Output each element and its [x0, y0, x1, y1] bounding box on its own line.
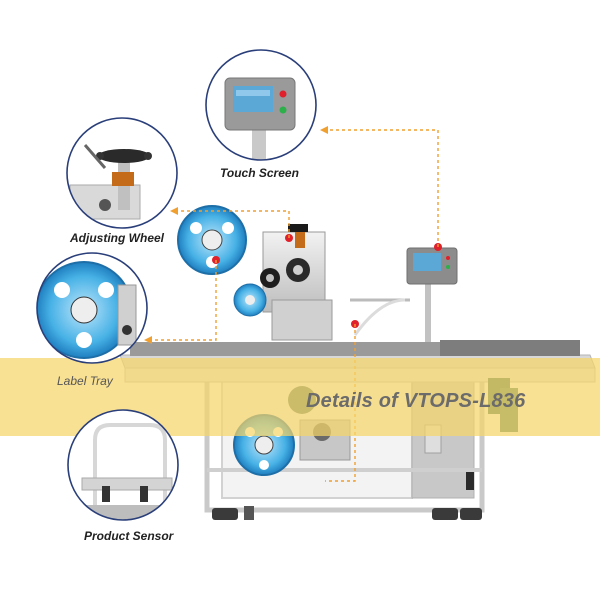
product-sensor-icon: [67, 409, 179, 521]
callout-label-touch-screen: Touch Screen: [220, 166, 299, 180]
caster-wheels: [212, 506, 482, 520]
callout-label-label-tray: Label Tray: [57, 374, 113, 388]
touch-screen-unit: [406, 247, 458, 342]
touch-screen-icon: [205, 49, 317, 161]
banner-title: Details of VTOPS-L836: [306, 390, 526, 412]
applicator-head: [260, 224, 410, 341]
callout-label-product-sensor: Product Sensor: [84, 529, 174, 543]
leader-arrows: [144, 126, 328, 344]
adjusting-wheel-icon: [66, 117, 178, 229]
leader-lines: [150, 129, 439, 482]
label-tray-icon: [36, 252, 148, 364]
label-reel-small: [233, 283, 267, 317]
callout-label-adjusting-wheel: Adjusting Wheel: [70, 231, 164, 245]
label-reel-upper: [177, 205, 247, 275]
